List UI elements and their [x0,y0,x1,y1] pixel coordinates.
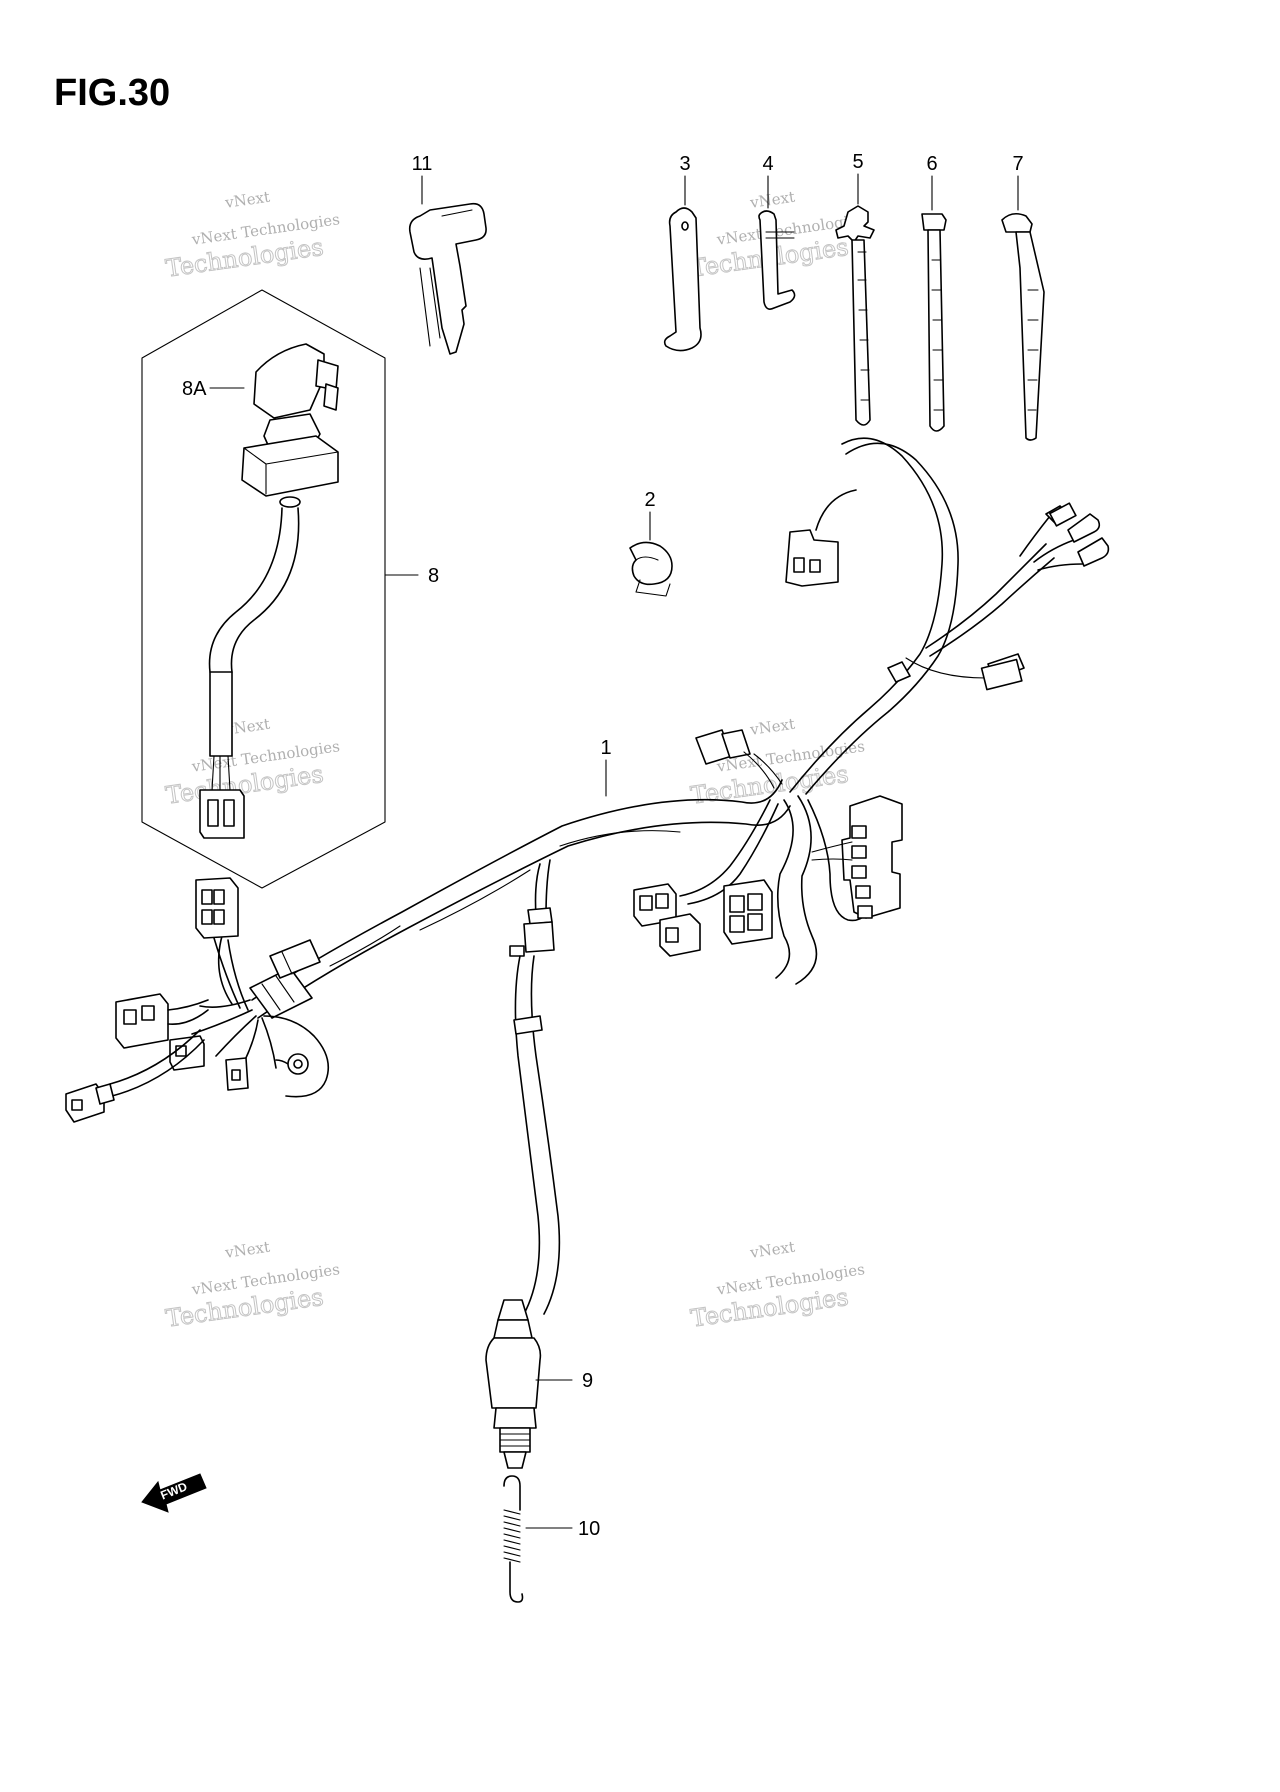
watermark: vNext vNext Technologies Technologies [163,1238,340,1333]
watermark-line1: vNext [748,715,796,739]
part-label-7: 7 [1012,153,1023,175]
part-label-8: 8 [428,565,439,587]
watermark: vNext vNext Technologies Technologies [163,715,340,810]
watermark: vNext vNext Technologies Technologies [163,188,340,283]
part-3-clamp [663,175,702,352]
part-label-11: 11 [412,153,433,175]
watermark-line1: vNext [223,188,271,212]
watermark-line1: vNext [223,1238,271,1262]
part-11-key [408,175,487,355]
part-label-1: 1 [600,737,611,759]
part-label-5: 5 [852,151,863,173]
part-7-cable-tie [1001,175,1045,441]
part-label-6: 6 [926,153,937,175]
part-5-cable-tie [835,173,875,426]
part-2-clip [629,511,673,597]
part-1-main-harness [65,437,1110,1123]
part-label-9: 9 [582,1370,593,1392]
watermark-line1: vNext [748,188,796,212]
watermark: vNext vNext Technologies Technologies [688,1238,865,1333]
part-8-ignition-switch-group [141,289,419,889]
part-label-4: 4 [762,153,773,175]
part-label-2: 2 [644,489,655,511]
part-labels: 11 3 4 5 6 7 2 8A 8 1 9 10 [182,151,1024,1540]
watermark-line1: vNext [748,1238,796,1262]
part-label-10: 10 [578,1518,600,1540]
part-label-8A: 8A [182,378,207,400]
watermarks: vNext vNext Technologies Technologies vN… [163,188,865,1333]
part-label-3: 3 [679,153,690,175]
part-10-spring [503,1475,573,1603]
part-4-clamp [758,175,796,310]
figure-title: FIG.30 [54,72,171,114]
part-6-cable-tie [921,175,947,432]
part-9-sensor [485,955,573,1469]
fwd-direction-arrow: FWD [141,1473,207,1513]
